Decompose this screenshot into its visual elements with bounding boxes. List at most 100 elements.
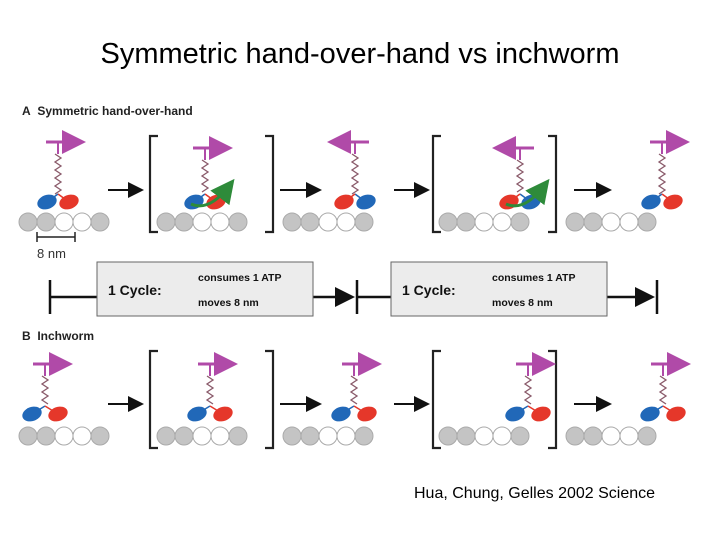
coiled-coil-stalk	[515, 159, 525, 193]
tubulin-subunit	[336, 212, 356, 232]
cycle-box-2: 1 Cycle: consumes 1 ATP moves 8 nm	[390, 261, 608, 317]
panel-a-letter: A	[22, 104, 31, 118]
microtubule-tracks	[18, 212, 657, 446]
tubulin-subunit	[282, 426, 302, 446]
motor-states	[22, 130, 691, 422]
tubulin-subunit	[438, 426, 458, 446]
tubulin-subunit	[565, 212, 585, 232]
coiled-coil-stalk	[205, 375, 215, 405]
tubulin-subunit	[510, 426, 530, 446]
motor-head-blue	[640, 406, 660, 422]
motor-head-blue	[184, 194, 204, 210]
tubulin-subunit	[300, 212, 320, 232]
coiled-coil-stalk	[657, 153, 667, 195]
coiled-coil-stalk	[53, 153, 63, 195]
tubulin-subunit	[300, 426, 320, 446]
motor-head-blue	[356, 194, 376, 210]
coiled-coil-stalk	[350, 153, 360, 195]
motor-head-blue	[187, 406, 207, 422]
state-brackets	[148, 134, 558, 450]
tubulin-subunit	[492, 212, 512, 232]
tubulin-subunit	[18, 426, 38, 446]
tubulin-subunit	[36, 426, 56, 446]
tubulin-subunit	[156, 212, 176, 232]
tubulin-subunit	[456, 426, 476, 446]
tubulin-subunit	[336, 426, 356, 446]
kinesin-motor	[184, 136, 235, 210]
tubulin-subunit	[36, 212, 56, 232]
kinesin-motor	[505, 352, 556, 422]
tubulin-subunit	[565, 426, 585, 446]
tubulin-subunit	[354, 426, 374, 446]
tubulin-subunit	[456, 212, 476, 232]
panel-b-label: B Inchworm	[22, 329, 94, 343]
coiled-coil-stalk	[658, 375, 668, 405]
tubulin-subunit	[438, 212, 458, 232]
motor-head-red	[48, 406, 68, 422]
coiled-coil-stalk	[40, 375, 50, 405]
tubulin-subunit	[174, 426, 194, 446]
motor-head-blue	[22, 406, 42, 422]
power-stroke-arrow	[190, 178, 235, 208]
tubulin-subunit	[583, 426, 603, 446]
microtubule-segment	[282, 212, 374, 232]
motor-head-red	[206, 194, 226, 210]
scale-bar-label: 8 nm	[37, 246, 66, 261]
tubulin-subunit	[601, 426, 621, 446]
scale-bar: 8 nm	[36, 232, 76, 261]
coiled-coil-stalk	[523, 375, 533, 405]
tubulin-subunit	[637, 426, 657, 446]
citation: Hua, Chung, Gelles 2002 Science	[414, 485, 656, 502]
motor-head-red	[357, 406, 377, 422]
tubulin-subunit	[156, 426, 176, 446]
tubulin-subunit	[583, 212, 603, 232]
motor-head-red	[213, 406, 233, 422]
microtubule-segment	[438, 212, 530, 232]
motor-head-blue	[331, 406, 351, 422]
tubulin-subunit	[228, 212, 248, 232]
kinesin-motor	[641, 130, 690, 210]
power-stroke-arrow	[505, 178, 550, 208]
microtubule-segment	[156, 212, 248, 232]
bracket-left	[148, 134, 158, 234]
cycle-2-line2: moves 8 nm	[492, 297, 553, 309]
tubulin-subunit	[90, 426, 110, 446]
tubulin-subunit	[318, 426, 338, 446]
microtubule-segment	[18, 212, 110, 232]
tubulin-subunit	[54, 212, 74, 232]
motor-head-red	[663, 194, 683, 210]
tubulin-subunit	[192, 212, 212, 232]
panel-a-title: Symmetric hand-over-hand	[37, 104, 193, 118]
slide-title: Symmetric hand-over-hand vs inchworm	[100, 38, 620, 70]
tubulin-subunit	[510, 212, 530, 232]
motor-head-blue	[37, 194, 57, 210]
tubulin-subunit	[228, 426, 248, 446]
bracket-left	[148, 349, 158, 450]
kinesin-motor	[492, 136, 550, 210]
kinesin-motor	[640, 352, 691, 422]
tubulin-subunit	[474, 426, 494, 446]
motor-head-blue	[521, 194, 541, 210]
motor-head-blue	[641, 194, 661, 210]
microtubule-segment	[565, 212, 657, 232]
tubulin-subunit	[72, 426, 92, 446]
tubulin-subunit	[210, 212, 230, 232]
bracket-right	[548, 349, 558, 450]
tubulin-subunit	[174, 212, 194, 232]
motor-head-red	[531, 406, 551, 422]
intermediate-bracket	[431, 349, 558, 450]
tubulin-subunit	[72, 212, 92, 232]
cycle-2-line1: consumes 1 ATP	[492, 272, 575, 284]
microtubule-segment	[18, 426, 110, 446]
kinesin-motor	[187, 352, 238, 422]
tubulin-subunit	[318, 212, 338, 232]
bracket-right	[265, 134, 275, 234]
intermediate-bracket	[148, 134, 275, 234]
kinesin-motor	[327, 130, 376, 210]
transition-arrows	[108, 182, 612, 412]
cycle-box-1: 1 Cycle: consumes 1 ATP moves 8 nm	[96, 261, 314, 317]
coiled-coil-stalk	[349, 375, 359, 405]
tubulin-subunit	[192, 426, 212, 446]
cycle-2-name: 1 Cycle:	[402, 282, 456, 298]
microtubule-segment	[438, 426, 530, 446]
